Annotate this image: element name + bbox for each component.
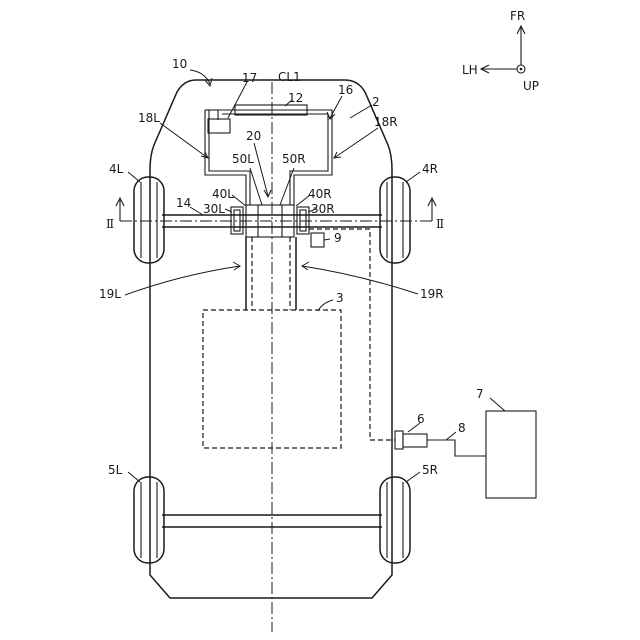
- label-5R: 5R: [422, 463, 438, 477]
- vehicle-body-outline: [150, 80, 392, 598]
- label-17: 17: [242, 71, 257, 85]
- wiring-harness: [309, 229, 395, 440]
- section-arrow-right: [428, 198, 436, 221]
- member-19L: [246, 237, 252, 310]
- labels: 10 17 CL1 12 16 2 18L 18R 20 50L 50R 40L…: [99, 9, 539, 477]
- member-19R: [290, 237, 296, 310]
- label-20: 20: [246, 129, 261, 143]
- leader-lines: [125, 70, 505, 482]
- label-12: 12: [288, 91, 303, 105]
- charger-7: [486, 411, 536, 498]
- wheel-4R: [380, 177, 410, 263]
- label-30R: 30R: [311, 202, 335, 216]
- label-19L: 19L: [99, 287, 121, 301]
- label-fr: FR: [510, 9, 525, 23]
- label-19R: 19R: [420, 287, 444, 301]
- section-arrow-left: [116, 198, 124, 221]
- cable-8: [427, 440, 486, 456]
- label-7: 7: [476, 387, 484, 401]
- label-50R: 50R: [282, 152, 306, 166]
- component-17: [208, 119, 230, 133]
- connector-6: [395, 431, 427, 449]
- label-vehicle: 10: [172, 57, 187, 71]
- label-3: 3: [336, 291, 344, 305]
- label-18L: 18L: [138, 111, 160, 125]
- wheel-4L: [134, 177, 164, 263]
- label-6: 6: [417, 412, 425, 426]
- direction-indicator: [481, 26, 525, 73]
- label-40L: 40L: [212, 187, 234, 201]
- label-14: 14: [176, 196, 191, 210]
- label-up: UP: [523, 79, 539, 93]
- label-16: 16: [338, 83, 353, 97]
- label-8: 8: [458, 421, 466, 435]
- label-30L: 30L: [203, 202, 225, 216]
- component-9: [311, 233, 324, 247]
- label-lh: LH: [462, 63, 478, 77]
- label-9: 9: [334, 231, 342, 245]
- label-cl1: CL1: [278, 70, 301, 84]
- label-5L: 5L: [108, 463, 123, 477]
- label-4R: 4R: [422, 162, 438, 176]
- wheel-5R: [380, 477, 410, 563]
- label-2: 2: [372, 95, 380, 109]
- label-50L: 50L: [232, 152, 254, 166]
- label-section-right: Ⅱ: [436, 217, 444, 231]
- label-18R: 18R: [374, 115, 398, 129]
- wheel-5L: [134, 477, 164, 563]
- label-4L: 4L: [109, 162, 124, 176]
- label-section-left: Ⅱ: [106, 217, 114, 231]
- label-40R: 40R: [308, 187, 332, 201]
